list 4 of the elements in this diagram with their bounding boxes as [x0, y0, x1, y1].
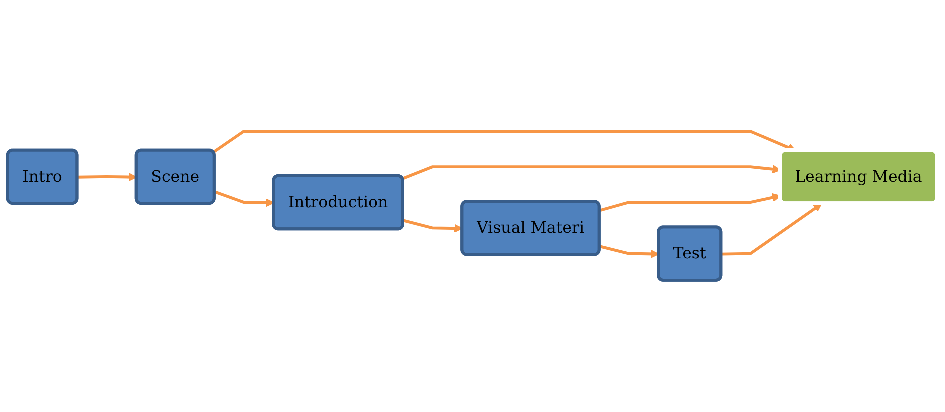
arrow [722, 204, 822, 256]
arrow [600, 245, 660, 258]
arrow [214, 190, 274, 208]
arrow [212, 130, 796, 154]
